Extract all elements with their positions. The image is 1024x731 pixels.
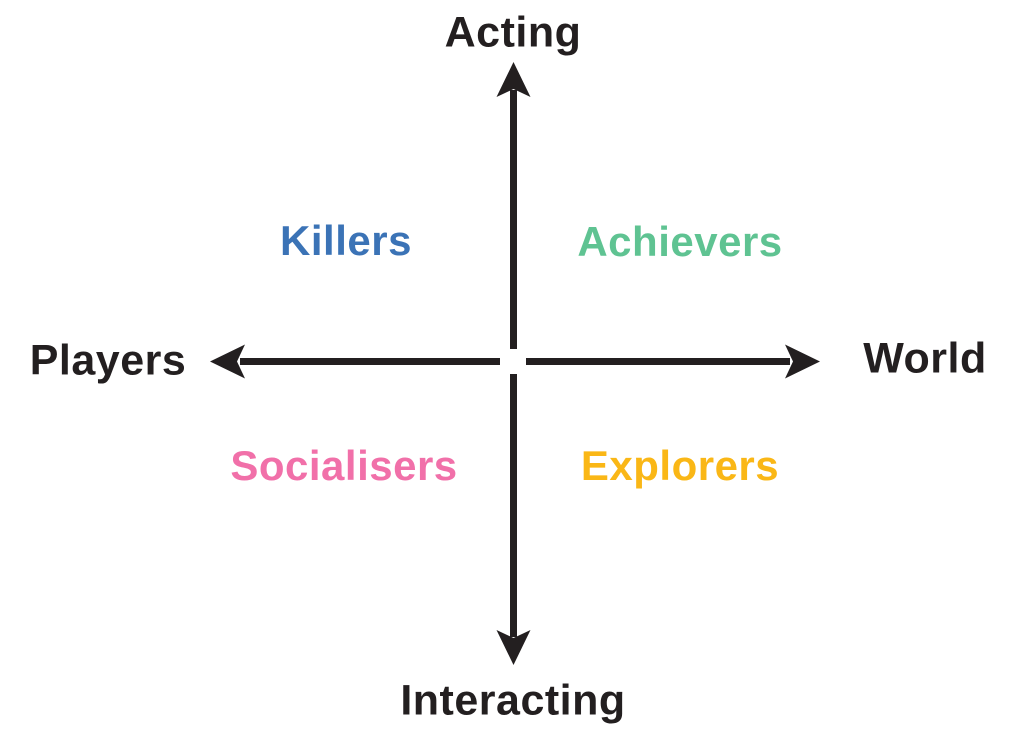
- quadrant-label-achievers: Achievers: [577, 218, 783, 265]
- arrowhead-down-icon: [496, 630, 531, 665]
- axis-label-players: Players: [29, 336, 187, 385]
- axis-label-acting: Acting: [444, 8, 582, 57]
- quadrant-label-explorers: Explorers: [580, 442, 780, 489]
- arrowhead-right-icon: [785, 344, 820, 379]
- axis-label-world: World: [863, 334, 987, 383]
- quadrant-label-killers: Killers: [280, 217, 412, 264]
- arrowhead-up-icon: [496, 62, 531, 97]
- axis-label-interacting: Interacting: [400, 676, 626, 725]
- quadrant-label-socialisers: Socialisers: [230, 442, 458, 489]
- arrowhead-left-icon: [210, 344, 245, 379]
